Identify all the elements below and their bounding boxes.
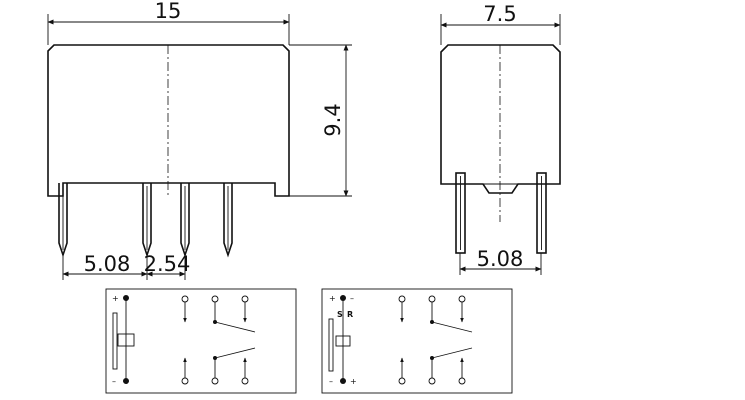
contact-arm (214, 347, 256, 359)
contact-terminal (211, 295, 219, 303)
contact-terminal (211, 377, 219, 385)
side-pitch-label: 5.08 (477, 247, 524, 271)
contact-arm (431, 347, 473, 359)
set-coil-label: S (337, 310, 343, 319)
pin (536, 172, 547, 254)
contact-arm (214, 321, 256, 333)
contact-terminal (458, 377, 466, 385)
set-coil-plus-label: + (329, 294, 336, 303)
contact-terminal (181, 377, 189, 385)
contact-terminal (181, 295, 189, 303)
reset-coil-plus-label: + (350, 377, 357, 386)
schematic-right: + – S R – + (321, 288, 513, 394)
coil-body (117, 333, 135, 347)
contact-arm (431, 321, 473, 333)
front-view: 15 9.4 5.08 2.54 (47, 0, 352, 280)
contact-terminal (241, 295, 249, 303)
contact-terminal (398, 377, 406, 385)
schematic-frame (105, 288, 297, 394)
pin (455, 172, 466, 254)
coil-armature (328, 318, 334, 372)
front-pins (58, 183, 233, 258)
coil-plus-label: + (112, 294, 119, 303)
pitch-label-1: 5.08 (84, 252, 131, 276)
schematic-frame (321, 288, 513, 394)
contact-terminal (428, 295, 436, 303)
front-width-label: 15 (155, 0, 182, 23)
side-body-outline (440, 44, 561, 194)
reset-coil-label: R (347, 310, 353, 319)
coil-body (335, 335, 351, 347)
schematic-left: + – (105, 288, 297, 394)
side-width-label: 7.5 (483, 2, 516, 26)
pin (223, 183, 233, 258)
side-pins (455, 172, 547, 254)
front-body-outline (47, 44, 290, 197)
set-coil-minus-label: – (329, 377, 333, 386)
coil-minus-label: – (112, 377, 116, 386)
height-label: 9.4 (321, 103, 345, 136)
coil-armature (112, 312, 118, 370)
contact-terminal (241, 377, 249, 385)
side-view: 7.5 5.08 (440, 2, 561, 275)
contact-terminal (398, 295, 406, 303)
reset-coil-minus-label: – (350, 294, 354, 303)
pitch-label-2: 2.54 (144, 252, 191, 276)
contact-terminal (458, 295, 466, 303)
contact-terminal (428, 377, 436, 385)
